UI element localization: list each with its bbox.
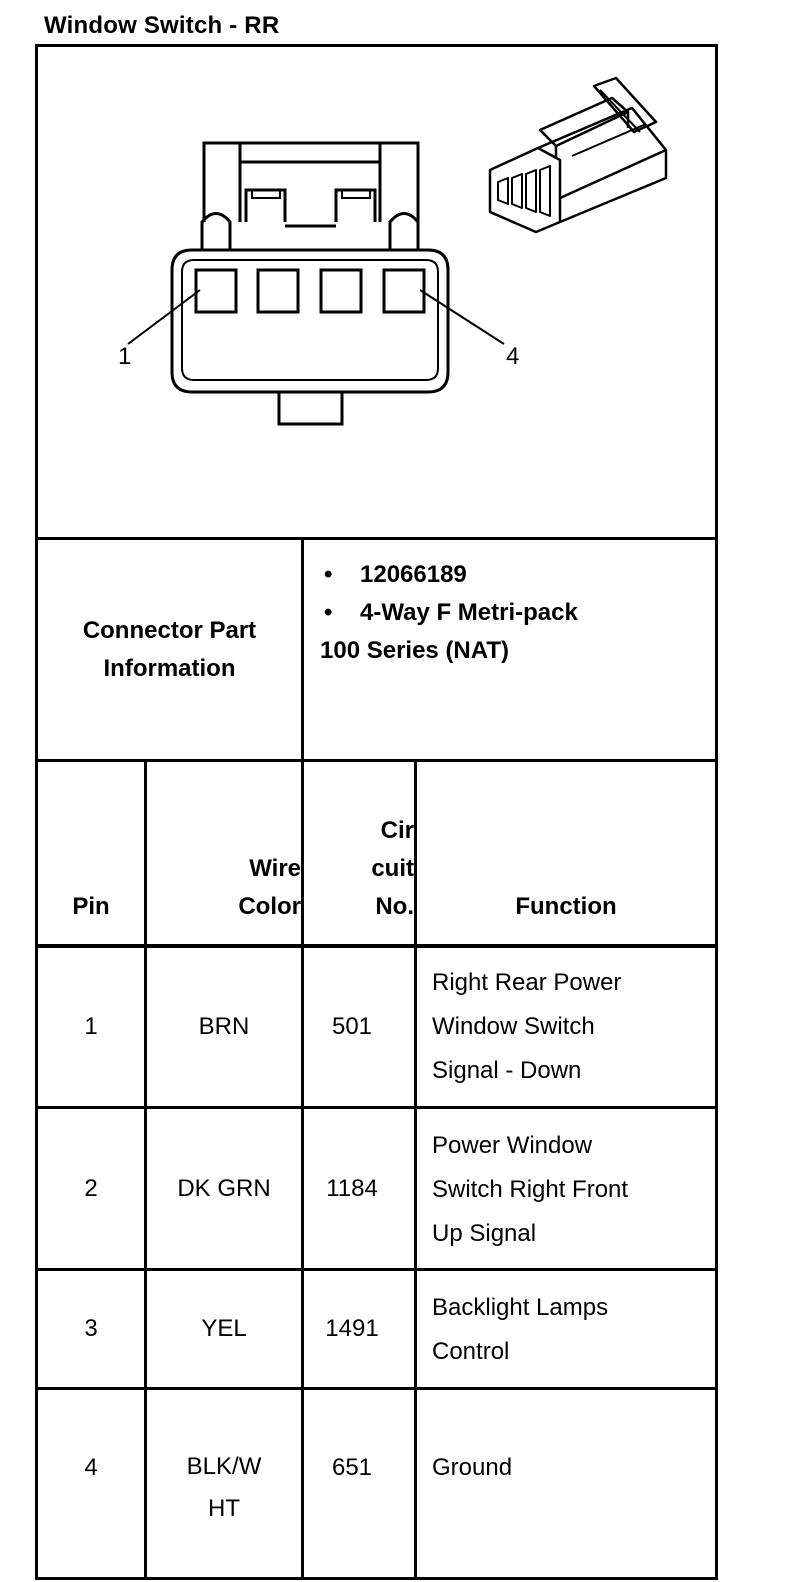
pin-cavity-3 bbox=[319, 268, 363, 314]
pin-cell: 2 bbox=[84, 1174, 98, 1202]
circuit-cell: 501 bbox=[331, 1013, 373, 1040]
column-divider-wire bbox=[144, 759, 147, 1580]
header-circuit-no: Cir cuit No. bbox=[371, 817, 414, 920]
pin-cell: 1 bbox=[84, 1013, 98, 1040]
column-divider-circuit bbox=[301, 537, 304, 1580]
divider-row-1 bbox=[35, 1106, 718, 1109]
connector-table-frame bbox=[35, 44, 718, 1580]
part-number-item: • 12066189 bbox=[320, 556, 578, 594]
connector-front-view bbox=[127, 141, 505, 426]
connector-body-inner bbox=[181, 259, 439, 381]
divider-row-3 bbox=[35, 1387, 718, 1390]
pin-cell: 3 bbox=[84, 1315, 98, 1342]
connector-part-label-line1: Connector Part bbox=[82, 616, 257, 644]
wire-color-cell: YEL bbox=[201, 1315, 247, 1342]
wire-color-cell: BRN bbox=[198, 1013, 250, 1040]
part-number: 12066189 bbox=[360, 561, 467, 588]
connector-part-label-line2: Information bbox=[103, 654, 236, 682]
divider-row-2 bbox=[35, 1268, 718, 1271]
page-title: Window Switch - RR bbox=[44, 12, 280, 39]
pin-cavity-2 bbox=[256, 268, 300, 314]
latch-housing bbox=[202, 141, 420, 222]
divider-table-header bbox=[35, 944, 718, 948]
pin-4-label: 4 bbox=[506, 343, 519, 370]
wire-color-cell: DK GRN bbox=[177, 1174, 271, 1202]
latch-block-left bbox=[244, 188, 287, 222]
connector-isometric-view bbox=[488, 76, 668, 234]
header-wire-color: Wire Color bbox=[238, 855, 301, 920]
function-cell: Ground bbox=[432, 1454, 513, 1481]
pin-1-label: 1 bbox=[118, 343, 131, 370]
pin-cavity-1 bbox=[194, 268, 238, 314]
divider-diagram bbox=[35, 537, 718, 540]
bottom-key bbox=[277, 392, 344, 426]
connector-part-label: Connector Part Information bbox=[38, 540, 301, 759]
ear-right bbox=[388, 212, 420, 250]
divider-connector-info bbox=[35, 759, 718, 762]
pin-cell: 4 bbox=[84, 1454, 98, 1481]
function-cell: Right Rear Power Window Switch Signal - … bbox=[432, 969, 622, 1084]
connector-body-outer bbox=[170, 248, 450, 394]
pin-1-leader bbox=[127, 289, 201, 345]
function-cell: Power Window Switch Right Front Up Signa… bbox=[432, 1132, 629, 1247]
column-divider-function bbox=[414, 759, 417, 1580]
circuit-cell: 1491 bbox=[325, 1315, 379, 1342]
bullet-icon: • bbox=[324, 599, 333, 626]
connector-type: 4-Way F Metri-pack bbox=[360, 599, 578, 626]
header-pin: Pin bbox=[72, 893, 110, 920]
ear-left bbox=[200, 212, 232, 250]
wire-color-cell: BLK/W HT bbox=[186, 1453, 262, 1522]
circuit-cell: 651 bbox=[331, 1454, 373, 1481]
connector-diagram: 1 4 bbox=[118, 76, 668, 426]
pin-4-leader bbox=[419, 289, 505, 345]
latch-block-right bbox=[334, 188, 377, 222]
bullet-icon: • bbox=[324, 561, 333, 588]
circuit-cell: 1184 bbox=[326, 1174, 378, 1202]
connector-part-details: • 12066189 • 4-Way F Metri-pack 100 Seri… bbox=[320, 556, 578, 670]
pin-cavity-4 bbox=[382, 268, 426, 314]
connector-series: 100 Series (NAT) bbox=[320, 637, 509, 664]
function-cell: Backlight Lamps Control bbox=[432, 1294, 609, 1365]
header-function: Function bbox=[515, 893, 617, 920]
connector-type-item: • 4-Way F Metri-pack bbox=[320, 594, 578, 632]
